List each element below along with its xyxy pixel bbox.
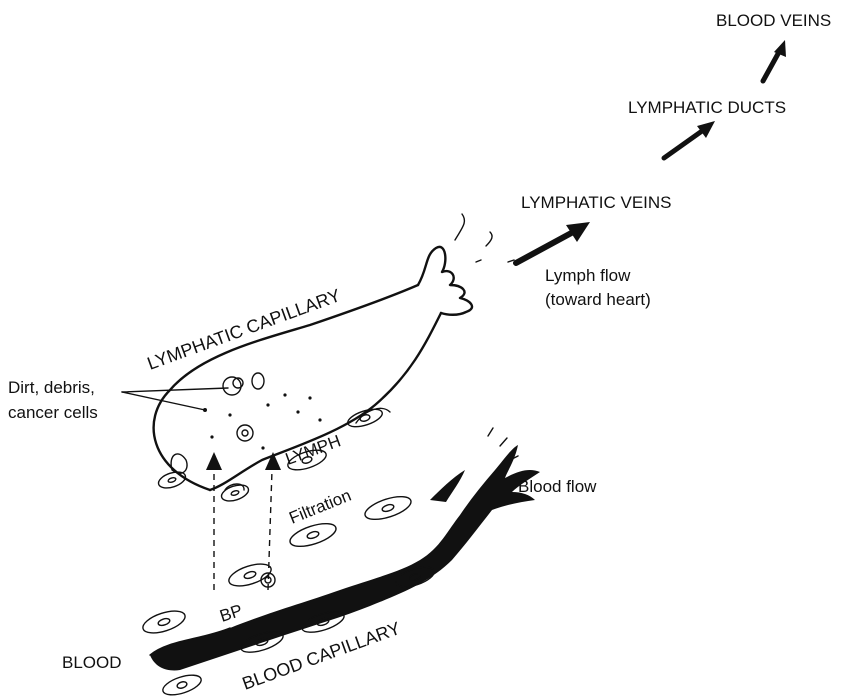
label-lymph-flow-direction: (toward heart) <box>545 290 651 309</box>
debris-particles <box>203 373 322 450</box>
label-filtration: Filtration <box>286 486 354 528</box>
label-dirt-debris: Dirt, debris, <box>8 378 95 397</box>
arrow-to-lymphatic-veins <box>516 222 590 263</box>
label-cancer-cells: cancer cells <box>8 403 98 422</box>
label-blood: BLOOD <box>62 653 122 672</box>
blood-capillary <box>150 428 540 670</box>
label-lymphatic-ducts: LYMPHATIC DUCTS <box>628 98 786 117</box>
arrow-to-lymphatic-ducts <box>664 121 715 158</box>
label-lymph: LYMPH <box>283 431 343 468</box>
label-bp: BP <box>217 601 244 626</box>
label-lymphatic-capillary: LYMPHATIC CAPILLARY <box>145 285 344 374</box>
dirt-pointer-lines <box>122 388 228 410</box>
label-blood-veins: BLOOD VEINS <box>716 11 831 30</box>
label-lymph-flow: Lymph flow <box>545 266 631 285</box>
label-blood-flow: Blood flow <box>518 477 597 496</box>
filtration-arrows <box>206 452 281 590</box>
arrow-to-blood-veins <box>763 40 786 81</box>
label-lymphatic-veins: LYMPHATIC VEINS <box>521 193 672 212</box>
